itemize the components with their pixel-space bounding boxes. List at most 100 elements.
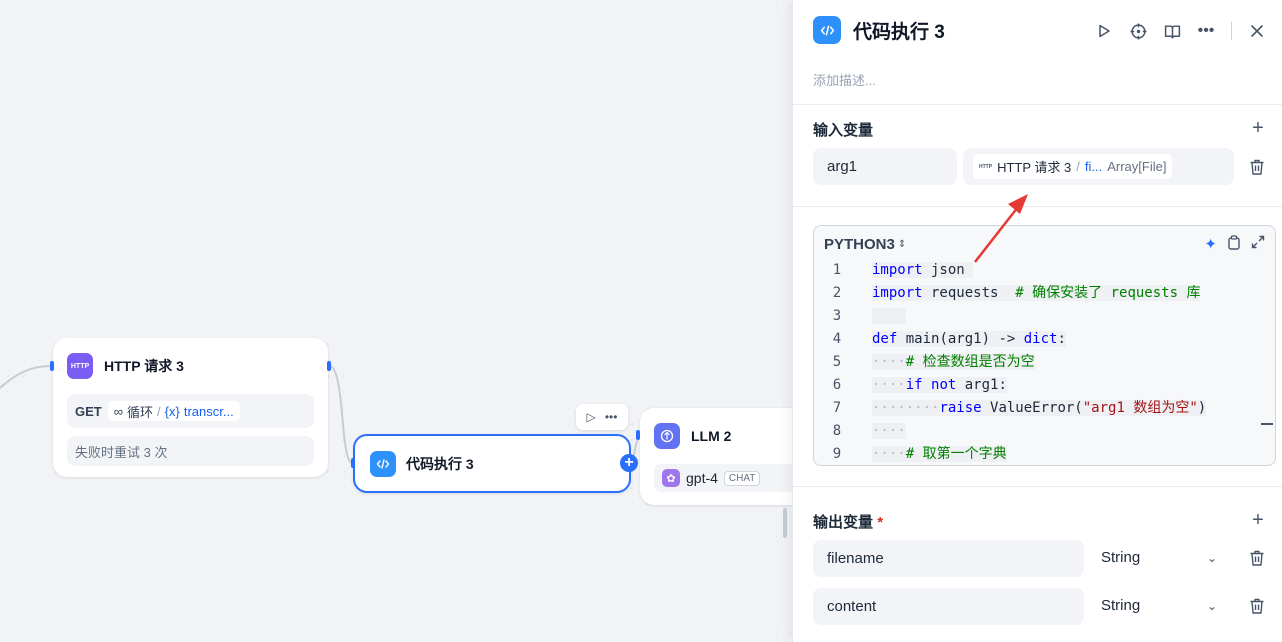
node-title: LLM 2 xyxy=(691,428,732,444)
model-badge: CHAT xyxy=(723,470,761,486)
output-var-type-select[interactable]: String xyxy=(1101,597,1141,614)
code-line[interactable]: 7········raise ValueError("arg1 数组为空") xyxy=(814,397,1275,420)
code-content: ········raise ValueError("arg1 数组为空") xyxy=(872,400,1207,416)
add-input-variable-icon[interactable]: + xyxy=(1252,117,1264,139)
code-line[interactable]: 6····if not arg1: xyxy=(814,374,1275,397)
code-token xyxy=(923,377,931,393)
input-var-name-field[interactable]: arg1 xyxy=(813,148,957,185)
code-line[interactable]: 1 import json xyxy=(814,259,1275,282)
line-number: 4 xyxy=(832,331,842,347)
code-execution-node[interactable]: 代码执行 3 xyxy=(353,434,631,493)
code-content: import requests # 确保安装了 requests 库 xyxy=(872,285,1201,301)
more-icon[interactable]: ••• xyxy=(1197,22,1215,39)
code-token: ) xyxy=(1197,400,1207,416)
output-var-name-field[interactable]: content xyxy=(813,588,1084,625)
code-token: "arg1 数组为空" xyxy=(1082,400,1198,416)
retry-info: 失败时重试 3 次 xyxy=(67,436,314,466)
code-line[interactable]: 3 xyxy=(814,305,1275,328)
separator: / xyxy=(1076,159,1080,174)
code-input-handle[interactable] xyxy=(351,458,355,468)
required-mark: * xyxy=(877,514,884,531)
add-next-node-icon[interactable]: + xyxy=(620,454,638,472)
canvas-scrollbar[interactable] xyxy=(783,508,787,538)
add-output-variable-icon[interactable]: + xyxy=(1252,509,1264,531)
input-var-reference-selector[interactable]: HTTP HTTP 请求 3 / fi... Array[File] xyxy=(963,148,1234,185)
code-content: import json xyxy=(872,262,974,278)
workflow-canvas[interactable]: HTTP HTTP 请求 3 GET ∞ 循环 / {x} transcr...… xyxy=(0,0,810,642)
output-var-name-field[interactable]: filename xyxy=(813,540,1084,577)
separator: / xyxy=(157,403,161,419)
line-number: 6 xyxy=(832,377,842,393)
close-icon[interactable] xyxy=(1240,18,1274,44)
code-line[interactable]: 9····# 取第一个字典 xyxy=(814,443,1275,465)
code-token: import xyxy=(872,262,923,278)
code-token: arg1: xyxy=(956,377,1007,393)
llm-node[interactable]: LLM 2 ✿ gpt-4 CHAT xyxy=(640,408,810,505)
http-method: GET xyxy=(75,403,102,419)
delete-output-var-icon[interactable] xyxy=(1248,597,1266,615)
http-output-handle[interactable] xyxy=(327,361,331,371)
chevron-down-icon[interactable]: ⌄ xyxy=(1207,599,1218,613)
code-token: raise xyxy=(939,400,982,416)
run-node-icon[interactable]: ▷ xyxy=(586,410,596,424)
code-text xyxy=(860,305,906,328)
llm-input-handle[interactable] xyxy=(636,430,640,440)
code-token: import xyxy=(872,285,923,301)
code-token: dict xyxy=(1023,331,1058,347)
ref-node-name: HTTP 请求 3 xyxy=(997,160,1072,175)
panel-header: 代码执行 3 ••• xyxy=(813,14,1282,46)
code-token: # 确保安装了 requests 库 xyxy=(1015,285,1201,301)
http-request-node[interactable]: HTTP HTTP 请求 3 GET ∞ 循环 / {x} transcr...… xyxy=(53,338,328,477)
code-content: ····# 检查数组是否为空 xyxy=(872,354,1035,370)
copy-icon[interactable] xyxy=(1227,234,1241,254)
ai-generate-icon[interactable]: ✦ xyxy=(1204,235,1217,253)
run-icon[interactable] xyxy=(1087,18,1121,44)
http-input-handle[interactable] xyxy=(50,361,54,371)
code-token: # 取第一个字典 xyxy=(905,446,1007,462)
description-input[interactable]: 添加描述... xyxy=(813,73,876,88)
divider xyxy=(793,486,1282,487)
code-line[interactable]: 5····# 检查数组是否为空 xyxy=(814,351,1275,374)
variable-chip: ∞ 循环 / {x} transcr... xyxy=(107,401,240,421)
editor-actions: ✦ xyxy=(1204,234,1265,254)
code-token: ········ xyxy=(872,400,940,416)
model-name: gpt-4 xyxy=(686,470,718,486)
code-text: ····# 取第一个字典 xyxy=(860,443,1007,465)
line-number: 1 xyxy=(832,262,842,278)
output-var-type-select[interactable]: String xyxy=(1101,549,1141,566)
code-line[interactable]: 8···· xyxy=(814,420,1275,443)
loop-icon: ∞ xyxy=(113,403,124,419)
docs-icon[interactable] xyxy=(1155,18,1189,44)
more-icon[interactable]: ••• xyxy=(604,410,618,424)
ref-var-type: Array[File] xyxy=(1107,159,1167,174)
code-token: ···· xyxy=(872,354,906,370)
editor-scrollbar[interactable] xyxy=(1261,423,1273,425)
divider xyxy=(793,206,1282,207)
panel-title[interactable]: 代码执行 3 xyxy=(853,21,945,43)
variable-name: transcr... xyxy=(183,403,234,419)
code-content: ····# 取第一个字典 xyxy=(872,446,1007,462)
locate-icon[interactable] xyxy=(1121,18,1155,44)
output-variables-title: 输出变量 * xyxy=(813,511,883,532)
code-token: : xyxy=(1057,331,1066,347)
code-token: ···· xyxy=(872,377,906,393)
node-title: HTTP 请求 3 xyxy=(104,358,184,374)
language-selector[interactable]: PYTHON3 xyxy=(824,235,895,253)
code-token: # 检查数组是否为空 xyxy=(905,354,1035,370)
chevron-updown-icon[interactable]: ⇕ xyxy=(897,238,907,250)
edge-http-code xyxy=(329,365,353,464)
delete-input-var-icon[interactable] xyxy=(1248,158,1266,176)
http-icon: HTTP xyxy=(67,353,93,379)
openai-icon: ✿ xyxy=(662,469,680,487)
variable-icon: {x} xyxy=(164,403,180,419)
delete-output-var-icon[interactable] xyxy=(1248,549,1266,567)
expand-icon[interactable] xyxy=(1251,235,1265,254)
code-icon xyxy=(813,16,841,44)
chevron-down-icon[interactable]: ⌄ xyxy=(1207,551,1218,565)
model-selector[interactable]: ✿ gpt-4 CHAT xyxy=(654,464,796,492)
code-token: json xyxy=(922,262,974,278)
